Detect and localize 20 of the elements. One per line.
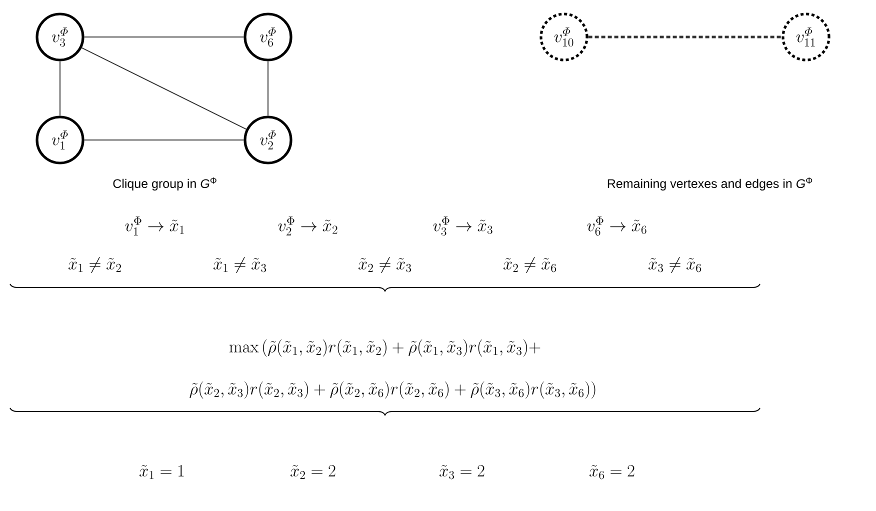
edge-line: [81, 47, 247, 130]
math-expression: $\tilde{x}_{1} = 1$: [140, 464, 184, 479]
math-expression: $\tilde{x}_{1} \neq \tilde{x}_{3}$: [213, 256, 266, 274]
math-expression: $\tilde{x}_{2} \neq \tilde{x}_{3}$: [358, 256, 412, 274]
math-expression: $\tilde{x}_{2} \neq \tilde{x}_{6}$: [503, 256, 556, 274]
dashed-edge: [588, 36, 782, 38]
math-expression: $\tilde{x}_{1} \neq \tilde{x}_{2}$: [68, 256, 121, 274]
math-expression: $\max\Big(\tilde{\rho}(\tilde{x}_{1},\tilde{x}_{2})r(\tilde{x}_{1},\tilde{x}_{2})+\tilde{\rho}(\tilde{x}_{1},\tilde{x}_{3})r(\tilde{x}_{1},\tilde{x}_{3})+$: [230, 339, 540, 357]
math-expression: $\tilde{x}_{2} = 2$: [290, 464, 336, 479]
math-expression: $\tilde{x}_{3} = 2$: [440, 464, 484, 480]
math-expression: $v_{2}^{\Phi} \rightarrow \tilde{x}_{2}$: [278, 216, 338, 236]
math-expression: $\tilde{x}_{6} = 2$: [590, 464, 634, 480]
math-expression: $v_{6}^{\Phi} \rightarrow \tilde{x}_{6}$: [587, 216, 646, 236]
edge-line: [84, 36, 244, 38]
math-expression: $v_{1}^{\Phi} \rightarrow \tilde{x}_{1}$: [125, 216, 184, 236]
math-expression: $\tilde{x}_{3} \neq \tilde{x}_{6}$: [648, 256, 702, 274]
caption-text: Remaining vertexes and edges in G$^{Φ}$: [608, 177, 812, 190]
math-expression: $\tilde{\rho}(\tilde{x}_{2},\tilde{x}_{3})r(\tilde{x}_{2},\tilde{x}_{3})+\tilde{\rho}(\tilde{x}_{2},\tilde{x}_{6})r(\tilde{x}_{2},\tilde{x}_{6})+\tilde{\rho}(\tilde{x}_{3},\tilde{x}_{6})r(\tilde{x}_{3},\tilde{x}_{6})\Big)$: [190, 381, 596, 399]
math-expression: $v_{3}^{\Phi} \rightarrow \tilde{x}_{3}$: [433, 216, 492, 236]
caption-text: Clique group in G$^{Φ}$: [113, 177, 216, 190]
